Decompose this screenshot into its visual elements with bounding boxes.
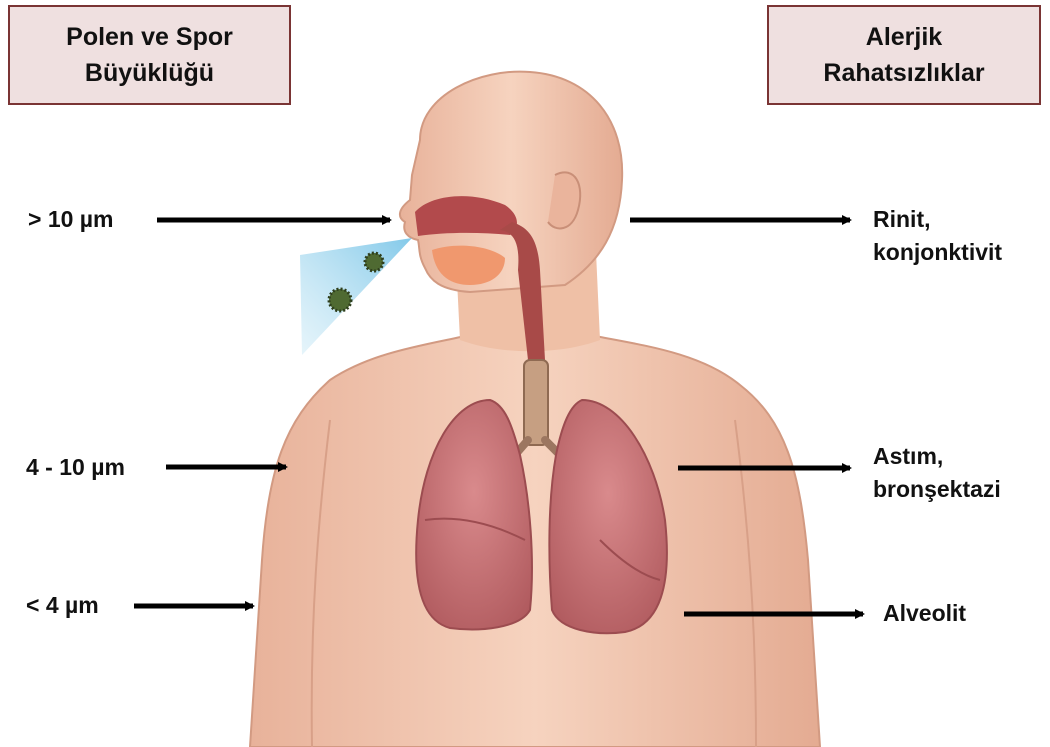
pollen-grain: [365, 253, 383, 271]
label-line: konjonktivit: [873, 236, 1002, 269]
header-line: Polen ve Spor: [66, 19, 233, 55]
size-label-large: > 10 µm: [28, 206, 114, 233]
label-line: Rinit,: [873, 203, 1002, 236]
pollen-grain: [329, 289, 351, 311]
size-label-medium: 4 - 10 µm: [26, 454, 125, 481]
disorder-label-upper: Rinit, konjonktivit: [873, 203, 1002, 269]
disorder-label-middle: Astım, bronşektazi: [873, 440, 1001, 506]
trachea-rings: [524, 360, 548, 445]
pollen-spray: [300, 238, 412, 355]
header-line: Alerjik: [866, 19, 942, 55]
label-line: bronşektazi: [873, 473, 1001, 506]
header-pollen-size: Polen ve Spor Büyüklüğü: [8, 5, 291, 105]
header-line: Rahatsızlıklar: [823, 55, 984, 91]
size-label-small: < 4 µm: [26, 592, 99, 619]
head: [400, 72, 622, 292]
label-line: Astım,: [873, 440, 1001, 473]
header-allergic-disorders: Alerjik Rahatsızlıklar: [767, 5, 1041, 105]
disorder-label-lower: Alveolit: [883, 600, 966, 627]
header-line: Büyüklüğü: [85, 55, 214, 91]
